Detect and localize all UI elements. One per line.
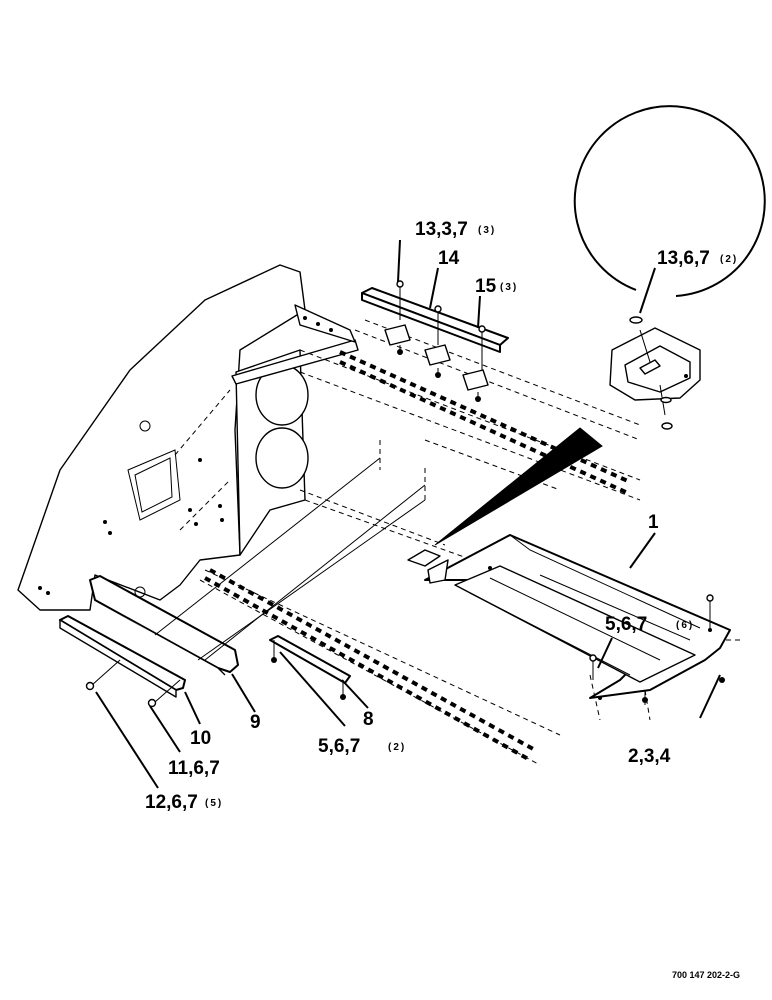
callout-15-qty: (3) [500, 282, 518, 293]
top-plate-bolts [396, 280, 486, 402]
part-8-small-bar [269, 635, 351, 700]
floor-fasteners [589, 594, 725, 705]
callout-13-6-7: 13,6,7 [657, 248, 710, 269]
leader-lines [95, 239, 721, 789]
rear-perforated-rail [339, 350, 631, 496]
panel-bolt-holes [38, 458, 224, 595]
callout-12-6-7: 12,6,7 [145, 792, 198, 813]
front-fasteners [85, 659, 181, 708]
callout-8: 8 [363, 709, 374, 730]
front-perforated-rail [204, 568, 536, 762]
alignment-lines [154, 457, 426, 661]
callout-12-6-7-qty: (5) [205, 798, 223, 809]
part-14-top-plate [361, 287, 509, 353]
part-9-front-channel [89, 575, 239, 676]
callout-13-3-7-qty: (3) [478, 225, 496, 236]
callout-5-6-7-left-qty: (2) [388, 742, 406, 753]
bulkhead [231, 304, 359, 556]
callout-5-6-7-left: 5,6,7 [318, 736, 360, 757]
callout-labels: 1 2,3,4 5,6,7 (6) 5,6,7 (2) 8 9 10 11,6,… [145, 219, 738, 813]
detail-view [573, 105, 766, 430]
part-1-floor-plate [424, 534, 731, 700]
callout-15: 15 [475, 276, 497, 297]
callout-13-6-7-qty: (2) [720, 254, 738, 265]
callout-2-3-4: 2,3,4 [628, 746, 671, 767]
drawing-reference-number: 700 147 202-2-G [672, 970, 740, 980]
callout-13-3-7: 13,3,7 [415, 219, 468, 240]
detail-pointer [434, 427, 603, 546]
callout-5-6-7-right-qty: (6) [676, 620, 694, 631]
callout-10: 10 [190, 728, 211, 749]
callout-1: 1 [648, 512, 659, 533]
callout-11-6-7: 11,6,7 [168, 758, 220, 779]
part-15-clips [384, 324, 489, 391]
callout-9: 9 [250, 712, 261, 733]
part-10-front-strip [59, 615, 186, 698]
detail-origin-bracket [407, 549, 449, 584]
callout-14: 14 [438, 248, 460, 269]
callout-5-6-7-right: 5,6,7 [605, 614, 647, 635]
